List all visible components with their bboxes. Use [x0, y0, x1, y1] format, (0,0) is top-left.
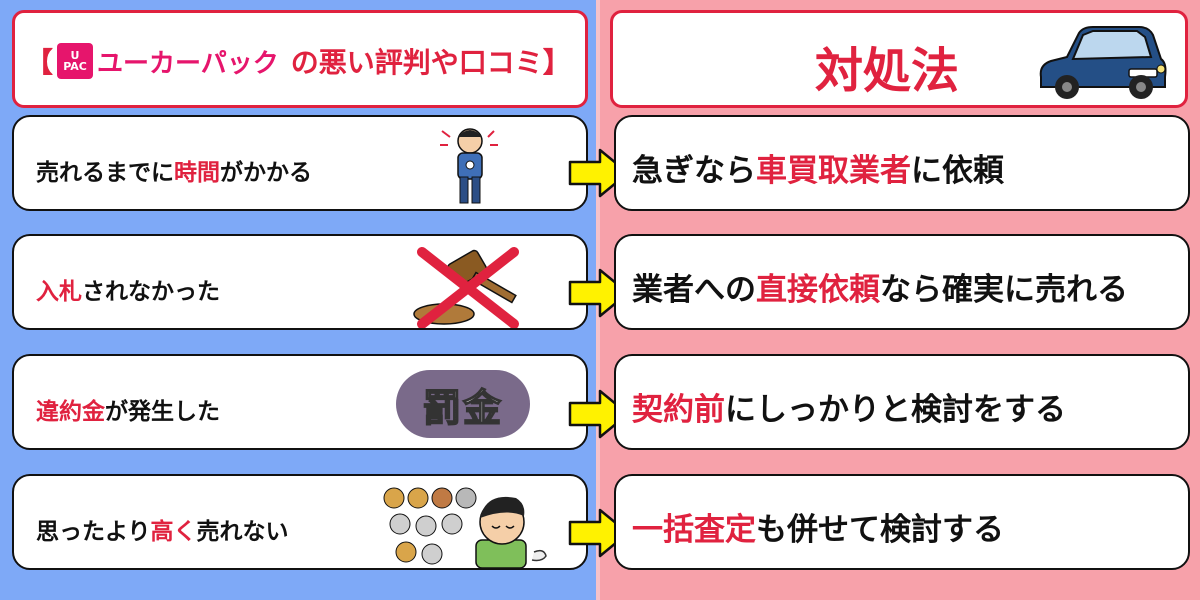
penalty-text: 罰金 — [422, 385, 503, 431]
logo-line1: U — [70, 49, 80, 62]
bracket-close: 】 — [542, 46, 571, 79]
disappointed-man-coins-icon — [383, 487, 547, 568]
header-right: 対処法 — [610, 10, 1188, 108]
problem-card-2: 入札されなかった — [12, 234, 588, 330]
text-post: なら確実に売れる — [880, 272, 1128, 308]
text-post: がかかる — [220, 160, 312, 186]
text-highlight: 入札 — [36, 279, 82, 305]
solution-text-1: 急ぎなら車買取業者に依頼 — [632, 145, 1004, 190]
logo-line2: PAC — [63, 60, 87, 73]
text-highlight: 契約前 — [632, 392, 725, 428]
text-pre: 売れるまでに — [36, 160, 174, 186]
text-highlight: 高く — [150, 519, 197, 545]
solution-text-2: 業者への直接依頼なら確実に売れる — [632, 264, 1128, 309]
text-highlight: 一括査定 — [632, 512, 756, 548]
text-highlight: 違約金 — [36, 399, 105, 425]
solution-card-2: 業者への直接依頼なら確実に売れる — [614, 234, 1190, 330]
problem-text-2: 入札されなかった — [36, 272, 220, 306]
solution-text-4: 一括査定も併せて検討する — [632, 504, 1004, 549]
text-post: も併せて検討する — [756, 512, 1004, 548]
text-post: が発生した — [105, 399, 220, 425]
header-left: 【 U PAC ユーカーパック の悪い評判や口コミ 】 — [12, 10, 588, 108]
header-left-rest: の悪い評判や口コミ — [290, 46, 543, 79]
text-post: 売れない — [196, 519, 289, 545]
solution-card-4: 一括査定も併せて検討する — [614, 474, 1190, 570]
text-post: されなかった — [82, 279, 220, 305]
problem-card-3: 違約金が発生した 罰金 — [12, 354, 588, 450]
text-pre: 急ぎなら — [632, 153, 756, 189]
text-pre: 業者への — [632, 272, 756, 308]
bracket-open: 【 — [25, 46, 54, 79]
header-left-title: 【 U PAC ユーカーパック の悪い評判や口コミ 】 — [25, 41, 571, 81]
header-right-title: 対処法 — [815, 43, 960, 99]
crossed-gavel-icon — [413, 247, 519, 328]
text-pre: 思ったより — [36, 519, 151, 545]
upac-logo: U PAC — [57, 43, 94, 79]
problem-text-3: 違約金が発生した — [36, 392, 220, 426]
solution-card-3: 契約前にしっかりと検討をする — [614, 354, 1190, 450]
problem-text-1: 売れるまでに時間がかかる — [36, 153, 312, 187]
text-post: に依頼 — [911, 153, 1004, 189]
text-highlight: 直接依頼 — [756, 272, 880, 308]
solution-text-3: 契約前にしっかりと検討をする — [632, 384, 1066, 429]
problem-card-4: 思ったより高く売れない — [12, 474, 588, 570]
problem-text-4: 思ったより高く売れない — [36, 512, 289, 546]
solution-card-1: 急ぎなら車買取業者に依頼 — [614, 115, 1190, 211]
penalty-badge-icon: 罰金 — [396, 370, 530, 438]
problem-card-1: 売れるまでに時間がかかる — [12, 115, 588, 211]
text-post: にしっかりと検討をする — [725, 392, 1066, 428]
brand-name: ユーカーパック — [97, 48, 279, 79]
waiting-man-icon — [440, 128, 498, 204]
car-icon — [1039, 26, 1167, 99]
text-highlight: 車買取業者 — [756, 153, 911, 189]
text-highlight: 時間 — [174, 160, 220, 186]
